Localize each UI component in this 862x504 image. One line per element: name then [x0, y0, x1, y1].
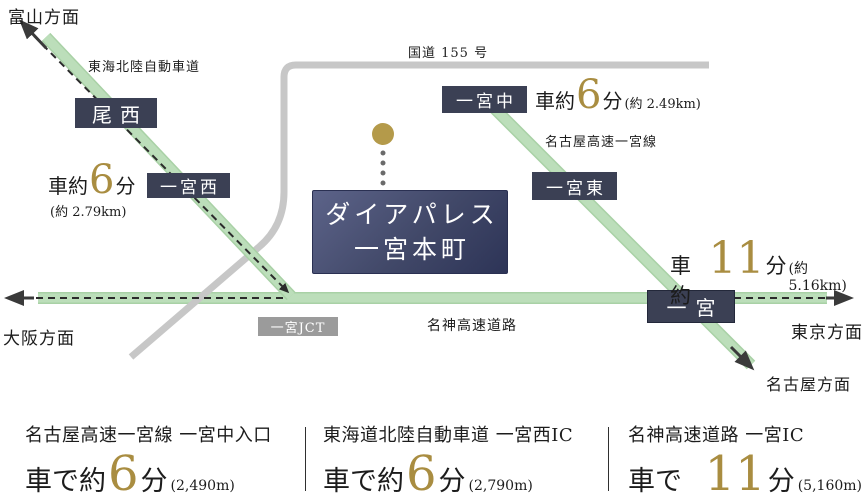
footer-item-ichinomiya: 名神高速道路 一宮IC 車で約 11 分 (5,160m) [628, 421, 862, 504]
footer-time-ichinomiya-distance: (5,160m) [797, 478, 862, 494]
drive-time-naka: 車約 6 分 (約 2.49km) [535, 75, 701, 115]
footer-divider-2 [608, 427, 609, 491]
footer-time-nishi: 車で約 6 分 (2,790m) [323, 450, 573, 498]
tokyo-direction-label: 東京方面 [791, 323, 862, 343]
footer-item-nishi: 東海道北陸自動車道 一宮西IC 車で約 6 分 (2,790m) [323, 421, 573, 498]
toyama-arrow-icon [19, 19, 48, 50]
footer-divider-1 [305, 427, 306, 491]
footer-time-naka-unit: 分 [140, 466, 168, 497]
osaka-direction-label: 大阪方面 [3, 329, 75, 349]
drive-time-nishi-unit: 分 [115, 174, 136, 198]
ic-box-ichinomiya: 一宮 [647, 290, 735, 323]
drive-time-nishi-minutes: 6 [89, 157, 115, 203]
property-name-line2: 一宮本町 [353, 235, 470, 264]
drive-time-ichinomiya-distance: (約 5.16km) [788, 261, 847, 294]
nagoya-direction-label: 名古屋方面 [766, 375, 852, 394]
property-name-line1: ダイアパレス [325, 200, 499, 229]
footer-route-naka: 名古屋高速一宮線 一宮中入口 [25, 425, 272, 446]
route-155-label: 国道 155 号 [408, 46, 489, 61]
ic-box-bisai: 尾西 [75, 98, 157, 128]
footer-time-nishi-distance: (2,790m) [468, 478, 533, 494]
drive-time-ichinomiya-unit: 分 [765, 254, 787, 278]
property-location-dot [372, 123, 394, 145]
jct-box-ichinomiya: 一宮JCT [258, 317, 338, 336]
drive-time-naka-unit: 分 [602, 89, 623, 113]
route-155-road [128, 61, 709, 360]
ic-box-ichinomiya-higashi: 一宮東 [532, 172, 617, 200]
footer-time-nishi-unit: 分 [438, 466, 466, 497]
drive-time-nishi-distance: (約 2.79km) [50, 205, 127, 220]
footer-time-naka-prefix: 車で約 [25, 466, 106, 497]
meishin-expwy-label: 名神高速道路 [427, 318, 517, 334]
drive-time-nishi: 車約 6 分 [48, 160, 135, 200]
footer-time-ichinomiya-unit: 分 [767, 466, 795, 497]
footer-route-nishi: 東海道北陸自動車道 一宮西IC [323, 425, 574, 446]
property-dotted-connector [380, 150, 386, 186]
footer-time-nishi-minutes: 6 [406, 446, 437, 502]
nagoya-arrow-icon [729, 345, 755, 371]
footer-time-ichinomiya-prefix: 車で約 [628, 466, 682, 497]
footer-item-naka: 名古屋高速一宮線 一宮中入口 車で約 6 分 (2,490m) [25, 421, 272, 498]
ic-box-ichinomiya-naka: 一宮中 [442, 86, 527, 113]
footer-route-ichinomiya: 名神高速道路 一宮IC [628, 425, 805, 446]
footer-time-nishi-prefix: 車で約 [323, 466, 404, 497]
drive-time-ichinomiya: 車約 11 分 (約 5.16km) [670, 237, 862, 310]
drive-time-naka-minutes: 6 [576, 72, 602, 118]
footer-time-naka-minutes: 6 [108, 446, 139, 502]
footer-time-naka: 車で約 6 分 (2,490m) [25, 450, 272, 498]
footer-time-naka-distance: (2,490m) [170, 478, 235, 494]
nagoya-exp-line-label: 名古屋高速一宮線 [545, 135, 658, 150]
footer-time-ichinomiya: 車で約 11 分 (5,160m) [628, 450, 862, 504]
drive-time-ichinomiya-prefix: 車約 [670, 254, 691, 308]
drive-time-naka-prefix: 車約 [535, 89, 575, 113]
ic-box-ichinomiya-nishi: 一宮西 [147, 173, 230, 198]
toyama-direction-label: 富山方面 [8, 8, 80, 28]
drive-time-nishi-prefix: 車約 [48, 174, 88, 198]
property-name-box: ダイアパレス 一宮本町 [312, 190, 508, 274]
tokai-hokuriku-expwy-label: 東海北陸自動車道 [88, 60, 201, 75]
drive-time-ichinomiya-minutes: 11 [708, 233, 765, 284]
footer-time-ichinomiya-minutes: 11 [704, 446, 766, 502]
drive-time-naka-distance: (約 2.49km) [624, 97, 701, 112]
